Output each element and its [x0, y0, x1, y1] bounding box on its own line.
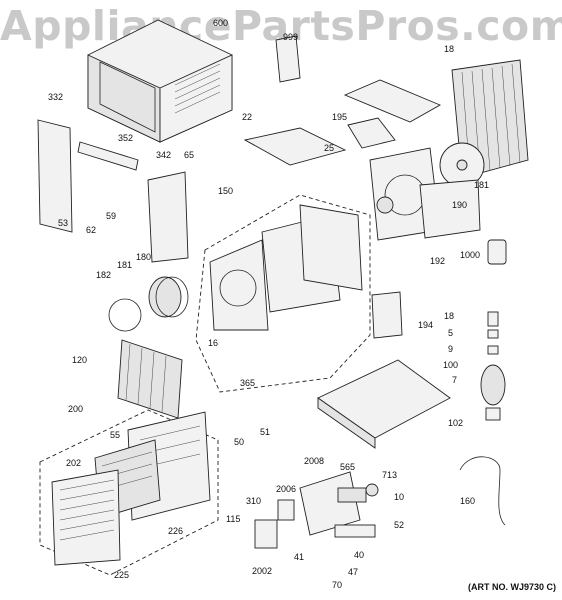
- callout-label: 53: [58, 218, 69, 228]
- callout-label: 115: [226, 514, 241, 524]
- callout-label: 160: [460, 496, 476, 506]
- part-scroll-front: [209, 239, 269, 331]
- callout-label: 180: [136, 252, 152, 262]
- callout-label: 181: [474, 180, 490, 190]
- callout-label: 200: [68, 404, 84, 414]
- part-remote: [487, 239, 507, 265]
- callout-label: 2002: [252, 566, 273, 576]
- callout-label: 2008: [304, 456, 325, 466]
- callout-label: 18: [444, 311, 455, 321]
- callout-label: 62: [86, 225, 97, 235]
- callout-label: 713: [382, 470, 398, 480]
- part-shroud: [419, 179, 481, 239]
- callout-label: 40: [354, 550, 365, 560]
- front-assembly-outline: [39, 409, 219, 576]
- callout-label: 25: [324, 143, 335, 153]
- part-side-curtain-left: [37, 119, 73, 233]
- callout-label: 18: [444, 44, 455, 54]
- part-pan-22: [243, 127, 347, 166]
- part-base-pan: [317, 359, 451, 449]
- callout-label: 52: [394, 520, 405, 530]
- callout-label: 41: [294, 552, 305, 562]
- part-side-curtain-right: [147, 171, 189, 263]
- callout-label: 192: [430, 256, 446, 266]
- callout-label: 310: [246, 496, 262, 506]
- art-number: (ART NO. WJ9730 C): [467, 582, 556, 592]
- callout-label: 226: [168, 526, 184, 536]
- callout-label: 565: [340, 462, 356, 472]
- callout-label: 9: [448, 344, 454, 354]
- callout-label: 332: [48, 92, 64, 102]
- part-top-rail: [77, 141, 139, 171]
- part-bracket-194: [371, 291, 403, 339]
- callout-label: 181: [117, 260, 133, 270]
- callout-label: 10: [394, 492, 405, 502]
- callout-label: 120: [72, 355, 88, 365]
- callout-label: 100: [443, 360, 459, 370]
- callout-label: 150: [218, 186, 234, 196]
- callout-label: 16: [208, 338, 219, 348]
- callout-label: 7: [452, 375, 458, 385]
- callout-label: 999: [283, 32, 299, 42]
- part-evaporator-coil: [117, 339, 183, 419]
- callout-label: 65: [184, 150, 195, 160]
- part-top-cover: [343, 79, 442, 123]
- callout-label: 102: [448, 418, 464, 428]
- callout-label: 50: [234, 437, 245, 447]
- callout-label: 182: [96, 270, 112, 280]
- callout-label: 190: [452, 200, 468, 210]
- callout-label: 1000: [460, 250, 481, 260]
- callout-label: 600: [213, 18, 229, 28]
- callout-label: 59: [106, 211, 117, 221]
- part-cabinet: [87, 19, 233, 143]
- part-partition: [299, 204, 363, 291]
- part-card: [275, 35, 301, 83]
- callout-label: 194: [418, 320, 434, 330]
- part-blower-wheel: [108, 276, 189, 332]
- callout-label: 51: [260, 427, 271, 437]
- callout-label: 55: [110, 430, 121, 440]
- callout-label: 365: [240, 378, 256, 388]
- callout-label: 22: [242, 112, 253, 122]
- callout-label: 342: [156, 150, 172, 160]
- evaporator-assembly-outline: [195, 194, 371, 393]
- part-compressor: [480, 311, 506, 421]
- callout-label: 5: [448, 328, 454, 338]
- part-grille: [51, 469, 121, 566]
- callout-label: 225: [114, 570, 130, 580]
- part-condenser-fan: [439, 142, 485, 188]
- part-drain-tube: [459, 456, 506, 526]
- part-bracket-195: [347, 117, 396, 149]
- callout-label: 195: [332, 112, 348, 122]
- callout-label: 202: [66, 458, 82, 468]
- callout-label: 47: [348, 567, 359, 577]
- part-control-board: [254, 471, 379, 549]
- callout-label: 352: [118, 133, 134, 143]
- callout-label: 70: [332, 580, 343, 590]
- callout-label: 2006: [276, 484, 297, 494]
